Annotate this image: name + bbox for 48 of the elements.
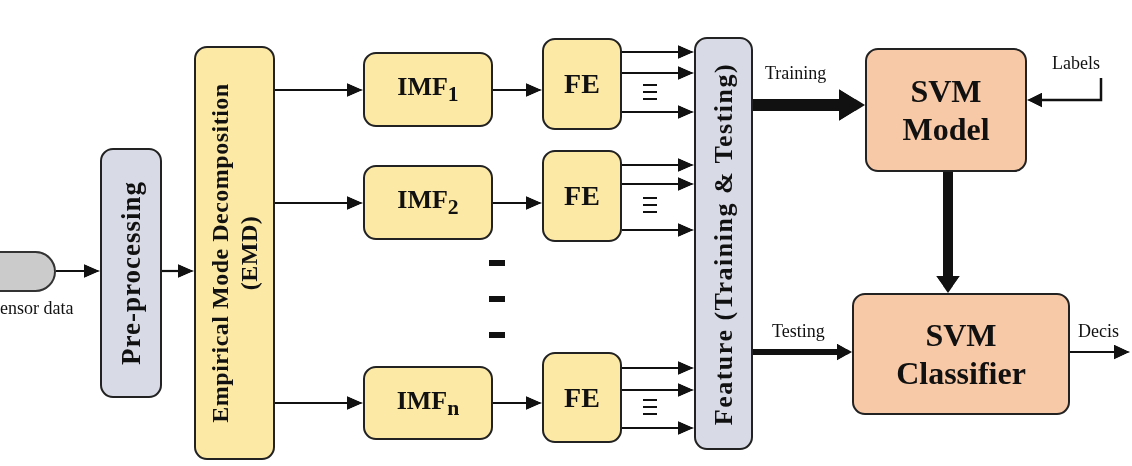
edge-label: Training bbox=[765, 64, 827, 84]
thick-arrow bbox=[753, 89, 865, 121]
arrow bbox=[622, 45, 694, 59]
arrow bbox=[493, 83, 542, 97]
node-label: SVM Classifier bbox=[895, 315, 1027, 393]
node-label: IMF$_{n}$ bbox=[396, 384, 460, 422]
node-label: IMF$_{1}$ bbox=[397, 71, 459, 108]
arrow bbox=[56, 264, 100, 278]
arrow bbox=[622, 66, 694, 80]
process-box bbox=[865, 48, 1027, 172]
arrow bbox=[622, 223, 694, 237]
process-box bbox=[542, 352, 622, 443]
arrow bbox=[622, 177, 694, 191]
thick-arrow bbox=[753, 343, 852, 361]
arrow bbox=[275, 396, 363, 410]
node-label: Feature (Training & Testing) bbox=[707, 61, 739, 427]
arrow bbox=[622, 361, 694, 375]
arrow bbox=[493, 396, 542, 410]
process-box bbox=[542, 38, 622, 130]
arrow bbox=[622, 421, 694, 435]
edge-label: Testing bbox=[772, 322, 825, 342]
node-label: FE bbox=[564, 179, 600, 213]
node-label: SVM Model bbox=[901, 71, 991, 149]
arrow bbox=[275, 83, 363, 97]
process-box bbox=[100, 148, 162, 398]
node-label: FE bbox=[564, 380, 600, 415]
arrow bbox=[622, 158, 694, 172]
arrow bbox=[622, 383, 694, 397]
arrow bbox=[1070, 344, 1130, 360]
arrow bbox=[275, 196, 363, 210]
sensor-symbol bbox=[0, 251, 56, 292]
thick-arrow bbox=[936, 172, 960, 293]
node-label: FE bbox=[564, 67, 600, 101]
arrow bbox=[162, 264, 194, 278]
node-label: Pre-processing bbox=[114, 180, 147, 367]
arrow bbox=[493, 196, 542, 210]
process-box bbox=[363, 52, 493, 127]
process-box bbox=[363, 165, 493, 240]
node-label: IMF$_{2}$ bbox=[397, 184, 459, 221]
process-box bbox=[194, 46, 275, 460]
process-box bbox=[852, 293, 1070, 415]
arrow bbox=[622, 105, 694, 119]
process-box bbox=[694, 37, 753, 450]
process-box bbox=[363, 366, 493, 440]
process-box bbox=[542, 150, 622, 242]
node-label: Empirical Mode Decomposition (EMD) bbox=[205, 82, 263, 425]
arrow bbox=[1027, 78, 1103, 108]
input-label: Labels bbox=[1052, 54, 1118, 78]
